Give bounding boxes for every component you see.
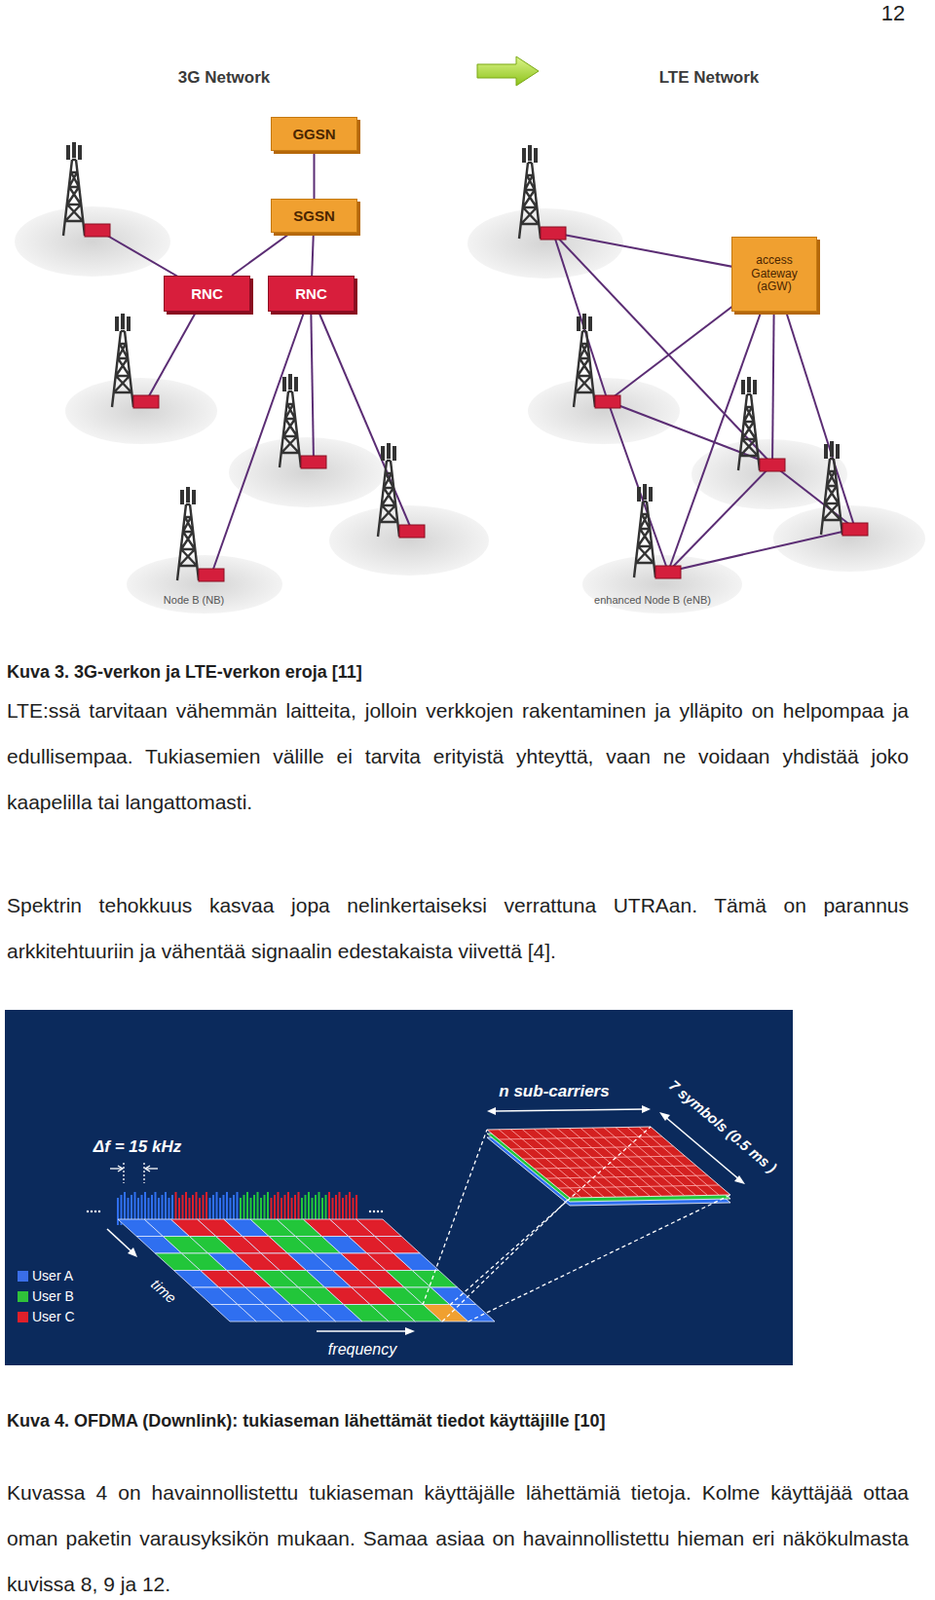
resource-cell (356, 1219, 402, 1237)
antenna-towers (63, 142, 843, 581)
legend-swatch (17, 1311, 29, 1323)
link-line (313, 150, 316, 199)
grid-line (557, 1128, 639, 1197)
resource-block (486, 1126, 731, 1206)
grid-line (615, 1127, 697, 1197)
legend-text: User B (32, 1288, 75, 1305)
dimension-arrows (107, 1105, 746, 1336)
mesh-links (553, 232, 856, 572)
dimension-label: 7 symbols (0.5 ms ) (665, 1077, 781, 1178)
grid-line (592, 1127, 674, 1197)
grid-line (580, 1127, 662, 1197)
resource-cell (393, 1253, 439, 1272)
resource-face (486, 1126, 731, 1198)
figure-heading: 3G Network (178, 68, 270, 88)
controller-box: RNC (163, 275, 251, 312)
node-label: SGSN (293, 207, 336, 225)
zoom-lines (422, 1126, 731, 1322)
element-label: Node B (NB) (163, 594, 225, 607)
axis-label: time (147, 1275, 180, 1308)
resource-grid (117, 1219, 495, 1322)
body-paragraph: Spektrin tehokkuus kasvaa jopa nelinkert… (6, 882, 909, 974)
dimension-label: n sub-carriers (498, 1082, 609, 1102)
ellipsis-dots (86, 1210, 383, 1213)
grid-line (522, 1128, 604, 1197)
legend-text: User A (32, 1268, 74, 1284)
resource-cell (374, 1236, 420, 1255)
node-label: RNC (190, 285, 224, 302)
page-number: 12 (881, 0, 905, 27)
grid-line (568, 1128, 651, 1197)
link-line (231, 232, 291, 276)
legend-swatch (17, 1271, 29, 1282)
grid-line (638, 1126, 719, 1196)
figure-background (4, 1009, 793, 1366)
coverage-cells (14, 206, 926, 614)
legend-item: User A (17, 1268, 74, 1284)
gateway-box: SGSN (270, 198, 358, 233)
spacing-label: Δf = 15 kHz (93, 1137, 182, 1158)
base-station-box (84, 224, 868, 582)
link-line (311, 232, 314, 276)
spacing-marker (110, 1162, 158, 1184)
body-paragraph: LTE:ssä tarvitaan vähemmän laitteita, jo… (6, 687, 909, 825)
legend-text: User C (32, 1309, 75, 1325)
figure-caption: Kuva 3. 3G-verkon ja LTE-verkon eroja [1… (6, 661, 923, 683)
backhaul-links (97, 229, 412, 575)
node-label: RNC (295, 285, 328, 302)
axis-label: frequency (328, 1340, 397, 1359)
grid-line (510, 1129, 594, 1198)
gateway-box: access Gateway (aGW) (731, 236, 818, 312)
grid-line (603, 1127, 685, 1197)
element-label: enhanced Node B (eNB) (594, 594, 711, 607)
grid-line (533, 1128, 616, 1197)
legend-swatch (17, 1291, 29, 1303)
transition-arrow (477, 56, 539, 86)
grid-line (498, 1129, 582, 1198)
resource-layer (486, 1126, 731, 1198)
legend-item: User B (17, 1288, 75, 1305)
body-paragraph: Kuvassa 4 on havainnollistettu tukiasema… (6, 1469, 909, 1600)
node-label: GGSN (292, 125, 336, 143)
grid-line (545, 1128, 628, 1197)
controller-box: RNC (267, 275, 355, 312)
node-label: access Gateway (aGW) (737, 254, 812, 295)
legend-item: User C (17, 1309, 75, 1325)
figure-caption: Kuva 4. OFDMA (Downlink): tukiaseman läh… (6, 1410, 923, 1432)
gateway-box: GGSN (270, 116, 358, 151)
spectrum-bar (116, 1197, 119, 1226)
resource-cell (449, 1305, 495, 1323)
figure-heading: LTE Network (659, 68, 760, 88)
